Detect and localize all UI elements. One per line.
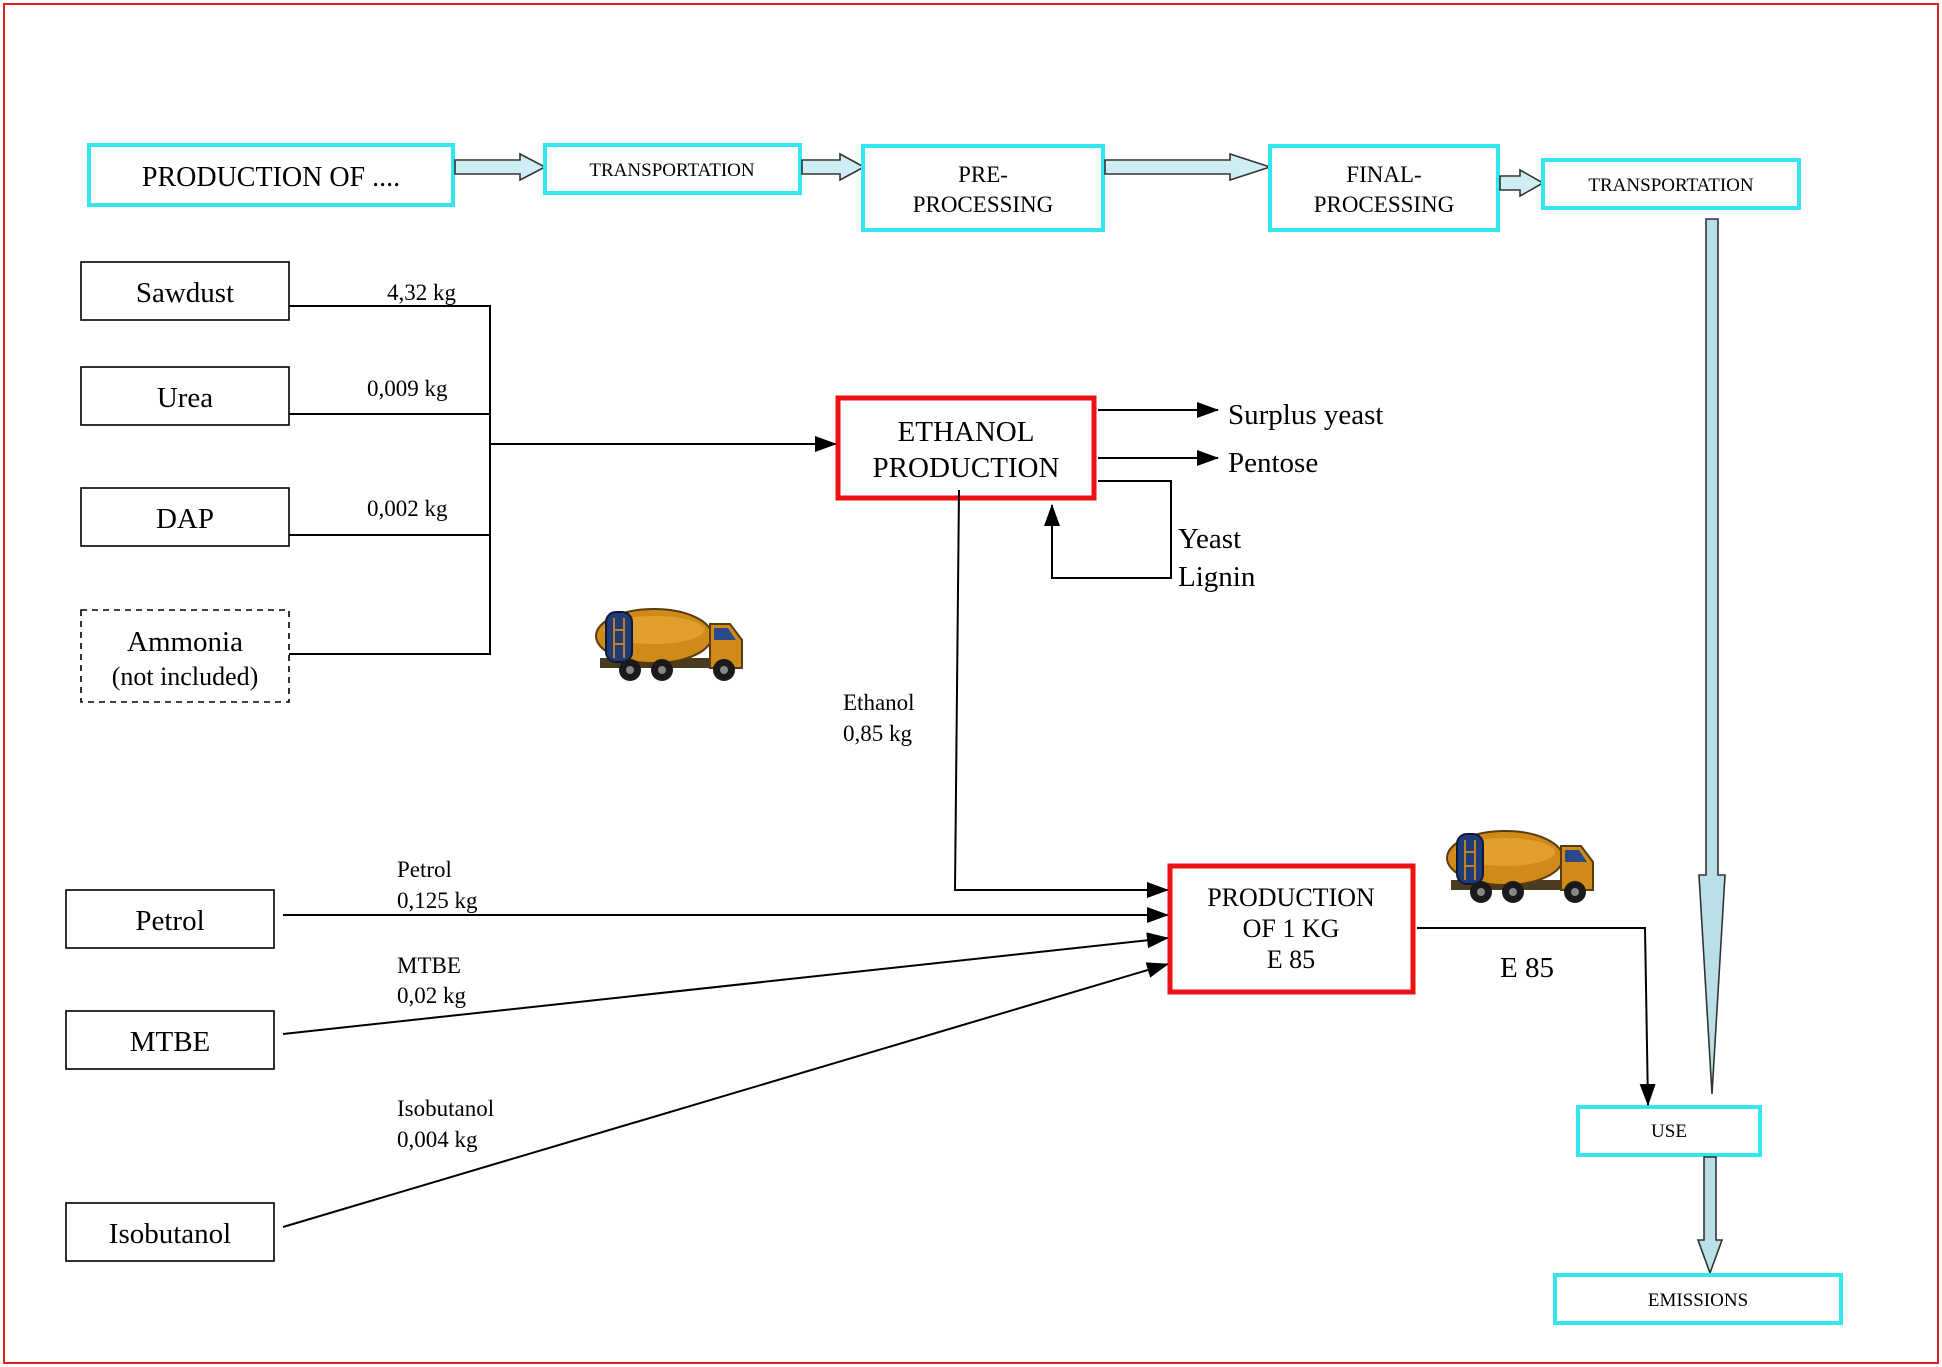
petrol-flow-amount: 0,125 kg bbox=[397, 888, 478, 913]
ethanol-product-label: Ethanol bbox=[843, 690, 915, 715]
dap-amount: 0,002 kg bbox=[367, 496, 448, 521]
sawdust-label: Sawdust bbox=[136, 277, 234, 309]
e85-production-label-3: E 85 bbox=[1267, 945, 1315, 974]
mtbe-label: MTBE bbox=[130, 1026, 211, 1058]
ethanol-to-e85-arrow bbox=[955, 490, 1168, 890]
use-to-emissions-arrow bbox=[1698, 1157, 1722, 1273]
tanker-truck-icon bbox=[596, 609, 742, 681]
pre-processing-label-1: PRE- bbox=[958, 162, 1008, 187]
final-processing-box bbox=[1270, 146, 1498, 230]
pentose-label: Pentose bbox=[1228, 447, 1318, 479]
isobutanol-flow-amount: 0,004 kg bbox=[397, 1127, 478, 1152]
emissions-label: EMISSIONS bbox=[1648, 1290, 1748, 1311]
final-processing-label-1: FINAL- bbox=[1346, 162, 1421, 187]
isobutanol-label: Isobutanol bbox=[109, 1218, 231, 1250]
sawdust-amount: 4,32 kg bbox=[387, 280, 457, 305]
ammonia-label: Ammonia bbox=[127, 626, 243, 658]
dap-label: DAP bbox=[156, 503, 214, 535]
transportation-label-1: TRANSPORTATION bbox=[589, 160, 754, 181]
petrol-flow-name: Petrol bbox=[397, 857, 452, 882]
urea-amount: 0,009 kg bbox=[367, 376, 448, 401]
surplus-yeast-label: Surplus yeast bbox=[1228, 399, 1383, 431]
mtbe-flow-amount: 0,02 kg bbox=[397, 983, 467, 1008]
mtbe-flow-name: MTBE bbox=[397, 953, 461, 978]
petrol-label: Petrol bbox=[135, 905, 204, 937]
use-label: USE bbox=[1651, 1121, 1687, 1142]
chain-arrow-4 bbox=[1500, 170, 1543, 196]
transport-to-use-arrow bbox=[1699, 219, 1725, 1094]
e85-production-label-1: PRODUCTION bbox=[1207, 883, 1375, 912]
ethanol-production-label-1: ETHANOL bbox=[898, 416, 1035, 448]
chain-arrow-2 bbox=[802, 154, 864, 180]
recycle-label-yeast: Yeast bbox=[1178, 523, 1241, 555]
e85-product-label: E 85 bbox=[1500, 952, 1554, 984]
chain-arrow-3 bbox=[1105, 154, 1270, 180]
final-processing-label-2: PROCESSING bbox=[1314, 192, 1455, 217]
ammonia-note: (not included) bbox=[112, 662, 259, 691]
sawdust-line bbox=[289, 306, 490, 654]
tanker-truck-icon bbox=[1447, 831, 1593, 903]
urea-label: Urea bbox=[157, 382, 213, 414]
ethanol-production-label-2: PRODUCTION bbox=[873, 452, 1060, 484]
transportation-label-2: TRANSPORTATION bbox=[1588, 175, 1753, 196]
chain-arrow-1 bbox=[455, 154, 545, 180]
recycle-label-lignin: Lignin bbox=[1178, 561, 1256, 593]
production-of-label: PRODUCTION OF .... bbox=[142, 162, 400, 193]
ethanol-product-amount: 0,85 kg bbox=[843, 721, 913, 746]
e85-production-label-2: OF 1 KG bbox=[1243, 914, 1340, 943]
pre-processing-label-2: PROCESSING bbox=[913, 192, 1054, 217]
isobutanol-flow-name: Isobutanol bbox=[397, 1096, 494, 1121]
pre-processing-box bbox=[863, 146, 1103, 230]
